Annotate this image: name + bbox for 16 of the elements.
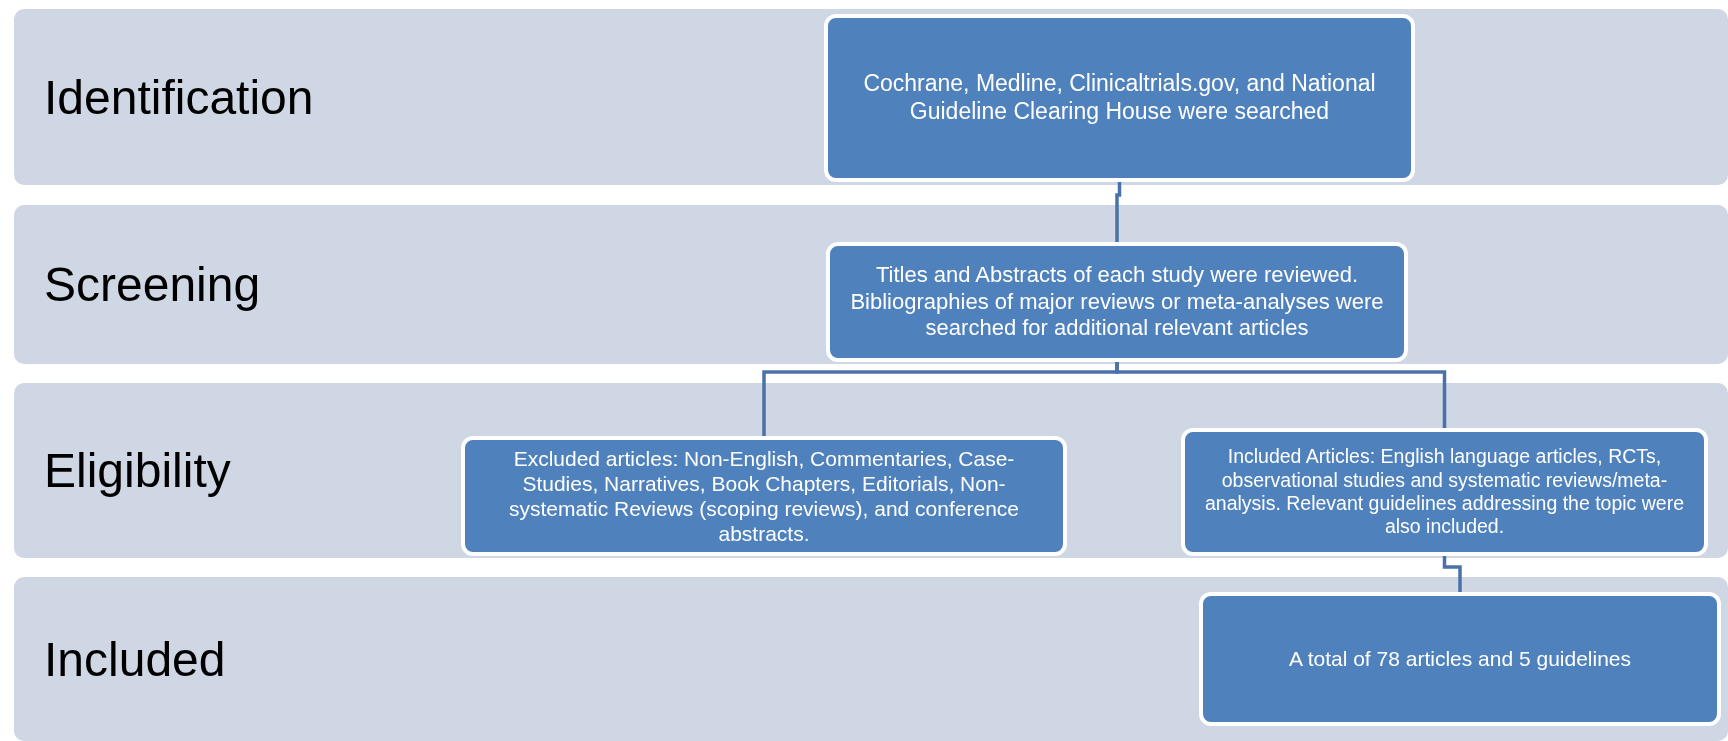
process-box: Titles and Abstracts of each study were reviewed. Bibliographies of major reviews or meta-analyses were searched for additional relevant articles (826, 242, 1408, 362)
process-box: A total of 78 articles and 5 guidelines (1199, 592, 1721, 726)
stage-label: Eligibility (44, 443, 231, 498)
connector-line (1115, 182, 1122, 242)
stage-band (14, 383, 1728, 558)
process-box: Excluded articles: Non-English, Commentaries, Case-Studies, Narratives, Book Chapters, Editorials, Non-systematic Reviews (scoping reviews), and conference abstracts. (461, 436, 1067, 556)
stage-band (14, 9, 1728, 185)
connector-line (1442, 556, 1462, 592)
process-box: Included Articles: English language articles, RCTs, observational studies and systematic reviews/meta-analysis. Relevant guidelines addressing the topic were also included. (1181, 428, 1708, 556)
connector-line (1115, 362, 1447, 428)
stage-label: Screening (44, 257, 261, 312)
process-box: Cochrane, Medline, Clinicaltrials.gov, and National Guideline Clearing House were searched (824, 14, 1415, 182)
stage-band (14, 205, 1728, 364)
stage-band (14, 577, 1728, 741)
stage-label: Included (44, 631, 226, 687)
stage-label: Identification (44, 69, 314, 125)
